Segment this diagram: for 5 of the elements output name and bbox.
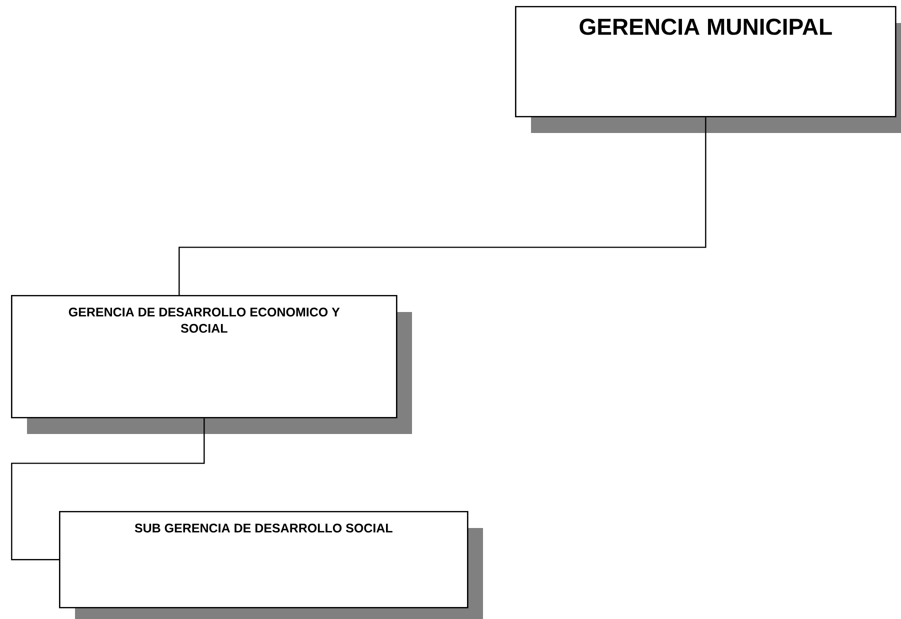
org-box: GERENCIA DE DESARROLLO ECONOMICO Y SOCIAL <box>11 295 412 434</box>
connector-line <box>178 117 706 295</box>
org-box: GERENCIA MUNICIPAL <box>515 6 901 133</box>
org-box: SUB GERENCIA DE DESARROLLO SOCIAL <box>59 511 483 619</box>
connector-line <box>11 418 205 560</box>
